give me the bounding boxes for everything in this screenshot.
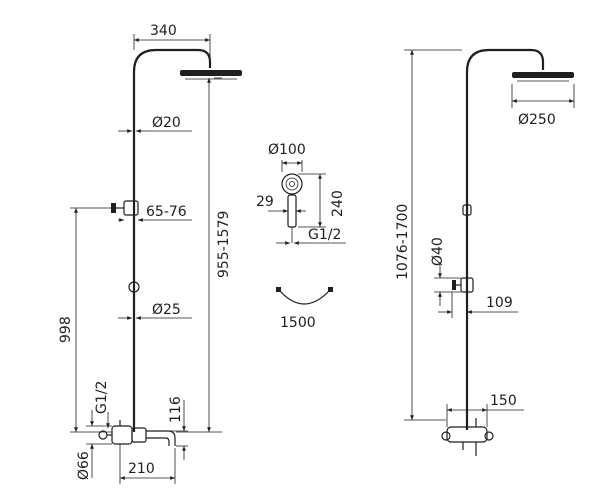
dim-mixer-width: 150 — [490, 393, 517, 409]
dim-total-height-range: 955-1579 — [216, 211, 232, 278]
dim-right-head-diameter: Ø250 — [518, 112, 556, 128]
dim-pipe-diameter: Ø20 — [152, 115, 181, 131]
hand-shower-holder-right — [452, 277, 474, 293]
rain-shower-head — [180, 70, 242, 76]
hand-shower-handle — [287, 194, 297, 228]
riser-pipe — [132, 48, 212, 432]
hand-shower-bracket — [111, 200, 139, 216]
dim-hand-width: 29 — [256, 194, 274, 210]
hand-shower-detail: Ø100 29 240 G1/2 — [256, 142, 346, 245]
dim-top-width: 340 — [150, 23, 177, 39]
dim-thread-left: G1/2 — [94, 381, 110, 414]
dim-bracket-range: 65-76 — [146, 204, 187, 220]
bath-mixer — [98, 420, 176, 446]
dim-spout-height: 116 — [168, 396, 184, 423]
single-lever-mixer — [441, 418, 494, 456]
dim-hose-length: 1500 — [280, 315, 316, 331]
dim-mixer-diameter: Ø66 — [76, 451, 92, 480]
dim-hand-length: 240 — [330, 190, 346, 217]
rain-shower-head-right — [512, 72, 574, 78]
dim-right-total-height: 1076-1700 — [395, 204, 411, 280]
dim-hand-thread: G1/2 — [308, 227, 341, 243]
riser-pipe-right — [465, 48, 545, 430]
left-shower-column-view: 340 Ø20 65-76 Ø25 955-1579 998 G1/2 — [58, 23, 242, 484]
hand-shower-head — [281, 173, 303, 195]
dim-slider-height: 998 — [58, 316, 74, 343]
right-shower-column-view: Ø250 1076-1700 Ø40 109 150 — [395, 48, 575, 456]
dim-holder-diameter: Ø40 — [430, 237, 446, 266]
pipe-joint — [128, 281, 140, 293]
pipe-joint-right — [462, 204, 472, 216]
shower-hose: 1500 — [276, 287, 333, 331]
dim-hand-head-diameter: Ø100 — [268, 142, 306, 158]
dim-lower-pipe-diameter: Ø25 — [152, 302, 181, 318]
dim-holder-depth: 109 — [486, 295, 513, 311]
dim-spout-length: 210 — [128, 461, 155, 477]
